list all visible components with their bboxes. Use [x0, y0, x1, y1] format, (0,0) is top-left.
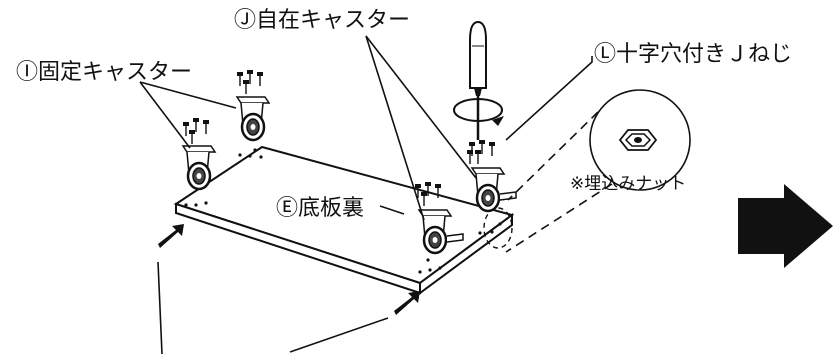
leader-screw	[505, 56, 593, 141]
nut-magnifier	[483, 89, 691, 253]
insert-arrows	[157, 224, 420, 355]
hex-nut-icon	[618, 129, 658, 151]
label-screw: Ⓛ十字穴付きＪねじ	[594, 42, 793, 67]
free-caster-right	[470, 166, 517, 213]
label-embedded-nut: ※埋込みナット	[570, 174, 687, 194]
leader-fixed	[139, 81, 237, 149]
leader-board	[379, 205, 405, 215]
leader-free	[365, 35, 477, 221]
screws-fixed-left	[182, 117, 210, 145]
right-arrow-icon	[738, 184, 833, 268]
label-fixed-caster: Ⓘ固定キャスター	[16, 60, 193, 85]
label-free-caster: Ⓙ自在キャスター	[234, 8, 411, 33]
fixed-caster-back	[235, 95, 271, 142]
label-bottom-board: Ⓔ底板裏	[276, 196, 365, 221]
free-caster-front	[417, 208, 464, 255]
screwdriver-icon	[453, 20, 504, 140]
screws-free-right	[466, 139, 496, 165]
screws-fixed-back	[236, 69, 264, 95]
